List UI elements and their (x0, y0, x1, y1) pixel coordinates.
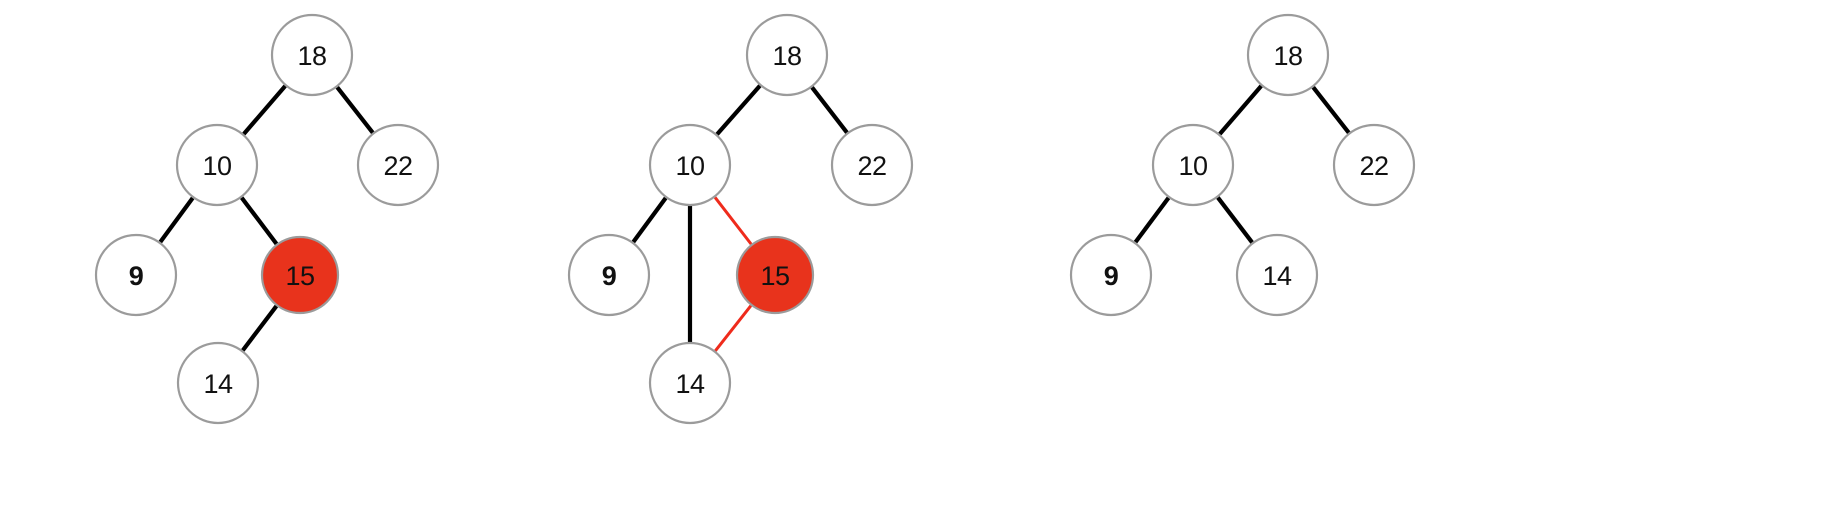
node-circle (270, 13, 354, 97)
node-circle (176, 341, 260, 425)
node-circle (567, 233, 651, 317)
panel-3-nodes: 18 10 22 9 14 (1069, 13, 1416, 317)
tree-node-18[interactable]: 18 (745, 13, 829, 97)
tree-edge-10-15-highlight (713, 196, 753, 246)
node-circle (745, 13, 829, 97)
node-label: 10 (675, 151, 704, 181)
panel-1-nodes: 18 10 22 9 15 14 (94, 13, 440, 425)
tree-edge-10-9 (1133, 196, 1171, 244)
tree-edge-10-15 (240, 196, 279, 246)
tree-node-14[interactable]: 14 (648, 341, 732, 425)
node-circle (648, 341, 732, 425)
node-label: 22 (857, 151, 886, 181)
node-label: 14 (203, 369, 233, 399)
node-label: 10 (202, 151, 231, 181)
node-label: 14 (675, 369, 705, 399)
node-circle (648, 123, 732, 207)
tree-node-10[interactable]: 10 (648, 123, 732, 207)
tree-edge-15-14 (241, 304, 279, 352)
node-label: 9 (1104, 261, 1119, 291)
node-label: 9 (129, 261, 144, 291)
node-label: 15 (285, 261, 314, 291)
tree-edge-18-22 (810, 86, 849, 134)
tree-node-10[interactable]: 10 (1151, 123, 1235, 207)
tree-node-18[interactable]: 18 (1246, 13, 1330, 97)
tree-edge-10-14 (1216, 196, 1254, 244)
tree-node-9[interactable]: 9 (1069, 233, 1153, 317)
node-label: 9 (602, 261, 617, 291)
tree-edge-18-10 (242, 84, 287, 136)
node-label: 15 (760, 261, 789, 291)
tree-edge-10-9 (158, 196, 195, 244)
node-circle (1246, 13, 1330, 97)
tree-node-9[interactable]: 9 (567, 233, 651, 317)
tree-edge-18-10 (715, 84, 762, 136)
tree-node-15[interactable]: 15 (735, 235, 815, 315)
tree-edge-18-10 (1218, 84, 1263, 136)
node-label: 14 (1262, 261, 1292, 291)
tree-edge-15-14-highlight (714, 304, 753, 352)
panel-2-nodes: 18 10 22 9 15 14 (567, 13, 914, 425)
panel-2-edges (631, 84, 849, 352)
node-circle (1151, 123, 1235, 207)
node-circle (1235, 233, 1319, 317)
nodes-layer: 18 10 22 9 15 14 18 10 22 9 15 14 18 10 22 9 14 (94, 13, 1416, 425)
panel-3-edges (1133, 84, 1351, 244)
panel-1-edges (158, 84, 375, 352)
tree-edge-18-22 (1311, 86, 1351, 134)
tree-node-10[interactable]: 10 (175, 123, 259, 207)
tree-edge-10-9 (631, 196, 668, 244)
tree-node-22[interactable]: 22 (830, 123, 914, 207)
node-circle (1069, 233, 1153, 317)
node-label: 18 (772, 41, 801, 71)
tree-node-9[interactable]: 9 (94, 233, 178, 317)
node-circle (1332, 123, 1416, 207)
tree-node-14[interactable]: 14 (1235, 233, 1319, 317)
node-label: 18 (1273, 41, 1302, 71)
node-circle (175, 123, 259, 207)
node-circle-highlighted (735, 235, 815, 315)
tree-node-18[interactable]: 18 (270, 13, 354, 97)
node-circle (94, 233, 178, 317)
node-circle (830, 123, 914, 207)
edges-layer (158, 84, 1351, 352)
tree-node-15[interactable]: 15 (260, 235, 340, 315)
node-label: 22 (1359, 151, 1388, 181)
node-circle (356, 123, 440, 207)
node-label: 18 (297, 41, 326, 71)
tree-node-22[interactable]: 22 (356, 123, 440, 207)
node-label: 10 (1178, 151, 1207, 181)
tree-node-22[interactable]: 22 (1332, 123, 1416, 207)
node-label: 22 (383, 151, 412, 181)
node-circle-highlighted (260, 235, 340, 315)
tree-node-14[interactable]: 14 (176, 341, 260, 425)
tree-edge-18-22 (335, 86, 375, 134)
